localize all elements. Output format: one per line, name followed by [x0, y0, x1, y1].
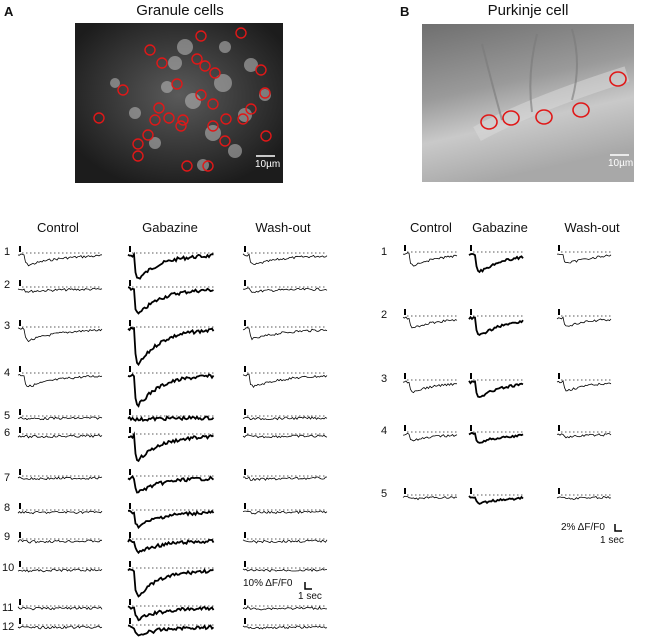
a-scale-bar: [304, 582, 312, 590]
a-row-3: 3: [4, 320, 11, 332]
a-trace-12-washout-waveform: [242, 625, 328, 630]
b-trace-2-control-waveform: [402, 316, 458, 329]
a-trace-4-washout-waveform: [242, 373, 328, 389]
a-row-10: 10: [2, 562, 15, 574]
a-trace-3-washout-waveform: [242, 327, 328, 341]
a-col-control: Control: [37, 220, 79, 235]
b-amplitude-scale-label: 2% ΔF/F0: [561, 522, 605, 533]
b-trace-4-control-waveform: [402, 432, 458, 442]
a-trace-9-gabazine-waveform: [127, 537, 215, 555]
a-col-washout: Wash-out: [255, 220, 311, 235]
a-trace-10-control-waveform: [17, 568, 103, 573]
a-trace-10-gabazine-waveform: [127, 568, 214, 598]
a-trace-1-washout-waveform: [242, 253, 328, 266]
a-trace-9-washout-waveform: [242, 539, 328, 544]
purkinje-image-svg: [422, 24, 634, 182]
b-trace-5-washout-waveform: [556, 496, 612, 500]
a-trace-6-gabazine-waveform: [128, 431, 214, 463]
a-trace-9-control-waveform: [17, 539, 103, 544]
a-trace-12-control-waveform: [17, 625, 103, 630]
a-trace-8-gabazine-waveform: [127, 509, 215, 530]
b-col-washout: Wash-out: [564, 220, 620, 235]
b-trace-3-control-waveform: [402, 380, 458, 394]
granule-scalebar-label: 10µm: [255, 159, 281, 170]
panel-b-letter: B: [400, 4, 410, 19]
a-row-7: 7: [4, 472, 11, 484]
b-trace-3-washout-waveform: [556, 379, 612, 392]
a-amplitude-scale-label: 10% ΔF/F0: [243, 578, 293, 589]
b-col-control: Control: [410, 220, 452, 235]
a-trace-2-gabazine-waveform: [127, 286, 214, 315]
a-row-8: 8: [4, 502, 11, 514]
b-trace-4-washout-waveform: [556, 433, 612, 439]
a-row-5: 5: [4, 410, 11, 422]
a-trace-1-control-waveform: [17, 253, 103, 267]
a-trace-8-control-waveform: [17, 510, 103, 515]
a-time-scale-label: 1 sec: [298, 591, 322, 602]
a-trace-12-gabazine-waveform: [127, 624, 215, 637]
a-col-gabazine: Gabazine: [142, 220, 198, 235]
granule-micrograph: 10µm: [75, 23, 283, 183]
a-trace-6-control-waveform: [17, 434, 103, 439]
a-trace-5-gabazine-waveform: [127, 415, 215, 422]
b-row-1: 1: [381, 246, 388, 258]
purkinje-micrograph: 10µm: [422, 24, 634, 182]
b-trace-5-control-waveform: [402, 495, 458, 501]
a-row-4: 4: [4, 367, 11, 379]
a-row-11: 11: [2, 602, 14, 614]
b-row-4: 4: [381, 425, 388, 437]
b-row-3: 3: [381, 373, 388, 385]
a-trace-3-control-waveform: [17, 327, 103, 343]
a-trace-7-washout-waveform: [242, 476, 328, 482]
a-trace-1-gabazine-waveform: [127, 251, 214, 280]
b-trace-1-gabazine-waveform: [468, 252, 524, 274]
a-trace-7-control-waveform: [17, 476, 103, 481]
a-trace-11-gabazine-waveform: [127, 605, 215, 622]
a-row-1: 1: [4, 246, 11, 258]
b-trace-4-gabazine-waveform: [468, 431, 524, 444]
b-trace-2-washout-waveform: [556, 316, 612, 327]
a-row-12: 12: [2, 621, 15, 633]
panel-b-title: Purkinje cell: [487, 2, 569, 19]
a-trace-11-control-waveform: [17, 606, 103, 611]
b-row-2: 2: [381, 309, 388, 321]
a-trace-7-gabazine-waveform: [127, 474, 215, 494]
a-trace-11-washout-waveform: [242, 606, 327, 611]
a-row-6: 6: [4, 427, 11, 439]
panel-a-title: Granule cells: [136, 2, 224, 19]
a-trace-8-washout-waveform: [242, 510, 328, 515]
a-trace-5-control-waveform: [17, 416, 103, 421]
a-row-9: 9: [4, 531, 11, 543]
a-trace-5-washout-waveform: [242, 416, 328, 421]
a-row-2: 2: [4, 279, 11, 291]
purkinje-scalebar-label: 10µm: [608, 158, 634, 169]
b-trace-2-gabazine-waveform: [468, 315, 524, 336]
b-trace-3-gabazine-waveform: [468, 380, 524, 399]
b-trace-5-gabazine-waveform: [468, 495, 524, 505]
granule-image-svg: [75, 23, 283, 183]
b-row-5: 5: [381, 488, 388, 500]
b-col-gabazine: Gabazine: [472, 220, 528, 235]
a-trace-2-control-waveform: [17, 287, 103, 293]
b-trace-1-washout-waveform: [557, 253, 612, 264]
a-trace-10-washout-waveform: [242, 568, 328, 573]
b-trace-1-control-waveform: [402, 252, 458, 267]
a-trace-4-control-waveform: [17, 374, 103, 388]
b-time-scale-label: 1 sec: [600, 535, 624, 546]
panel-a-letter: A: [4, 4, 14, 19]
a-trace-2-washout-waveform: [242, 287, 328, 293]
a-trace-3-gabazine-waveform: [127, 326, 215, 367]
a-trace-6-washout-waveform: [242, 434, 328, 439]
b-scale-bar: [614, 524, 622, 532]
a-trace-4-gabazine-waveform: [127, 373, 215, 408]
